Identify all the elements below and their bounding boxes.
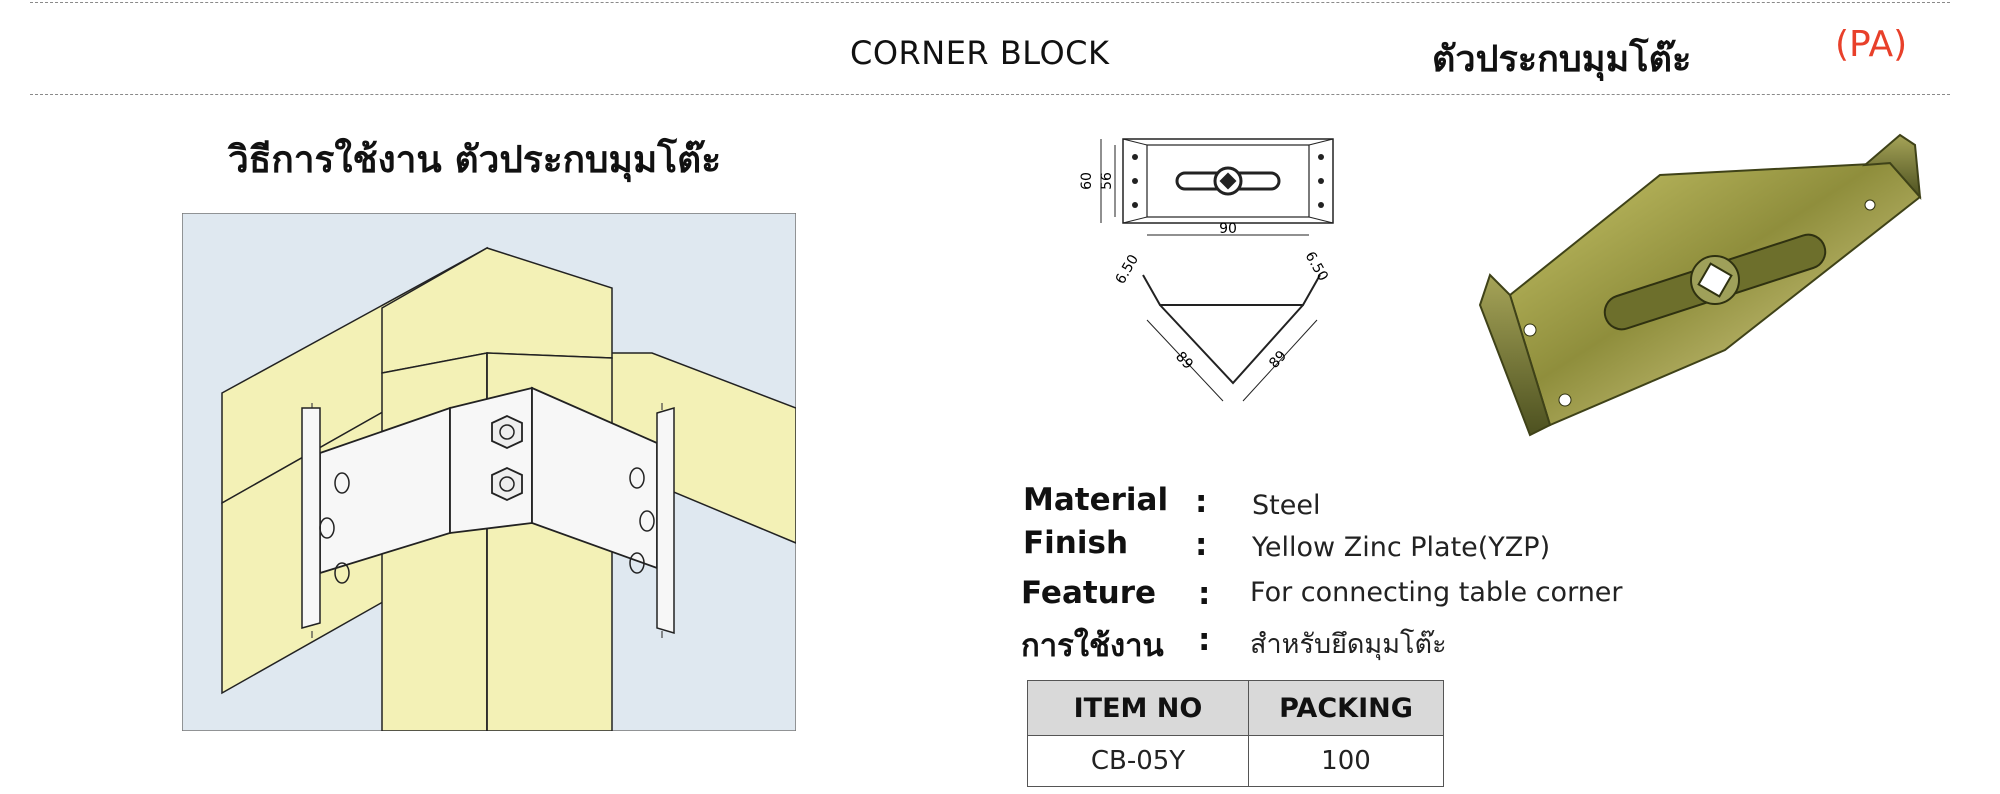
bracket-flange-right	[1862, 133, 1922, 200]
bolt-lower	[491, 467, 523, 501]
spec-value-usage: สำหรับยึดมุมโต๊ะ	[1250, 629, 1447, 660]
table-header-row: ITEM NO PACKING	[1027, 680, 1444, 736]
technical-drawing: 60 56 90 6.50 6.50 89 89	[1079, 138, 1334, 402]
spec-value-feature: For connecting table corner	[1250, 577, 1623, 608]
dim-flange-right: 6.50	[1302, 249, 1331, 284]
product-code: (PA)	[1835, 24, 1908, 65]
bracket-flange-left	[1478, 273, 1552, 437]
bracket-center	[449, 386, 533, 535]
usage-heading: วิธีการใช้งาน ตัวประกบมุมโต๊ะ	[228, 138, 722, 181]
header-bottom-rule	[30, 94, 1950, 95]
bracket-square-hole	[1697, 262, 1733, 298]
installation-illustration	[182, 213, 796, 731]
dim-leg-left: 89	[1172, 349, 1196, 373]
product-photo	[1478, 133, 1922, 437]
spec-value-finish: Yellow Zinc Plate(YZP)	[1252, 532, 1551, 563]
top-flange	[1142, 274, 1321, 306]
spec-colon: :	[1195, 527, 1208, 563]
spec-value-material: Steel	[1252, 490, 1321, 521]
product-title-th: ตัวประกบมุมโต๊ะ	[1432, 39, 1692, 80]
table-row: CB-05Y 100	[1027, 735, 1444, 787]
dim-height-outer: 60	[1079, 172, 1095, 190]
table-cell-item-no: CB-05Y	[1027, 735, 1249, 787]
dim-leg-right: 89	[1266, 348, 1290, 372]
table-header-packing: PACKING	[1248, 680, 1444, 736]
spec-label-usage: การใช้งาน	[1021, 628, 1164, 664]
header-top-rule	[30, 2, 1950, 3]
v-profile	[1159, 304, 1304, 385]
table-header-item-no: ITEM NO	[1027, 680, 1249, 736]
spec-colon: :	[1195, 484, 1208, 520]
bolt-upper	[491, 415, 523, 449]
table-cell-packing: 100	[1248, 735, 1444, 787]
dim-width: 90	[1219, 221, 1237, 237]
dim-flange-left: 6.50	[1113, 252, 1142, 287]
spec-label-feature: Feature	[1021, 575, 1157, 611]
product-title-en: CORNER BLOCK	[850, 34, 1110, 72]
spec-label-finish: Finish	[1023, 525, 1129, 561]
spec-label-material: Material	[1023, 482, 1169, 518]
dim-height-inner: 56	[1099, 172, 1115, 190]
spec-colon: :	[1198, 622, 1211, 658]
spec-colon: :	[1198, 576, 1211, 612]
item-table: ITEM NO PACKING CB-05Y 100	[1027, 680, 1444, 787]
